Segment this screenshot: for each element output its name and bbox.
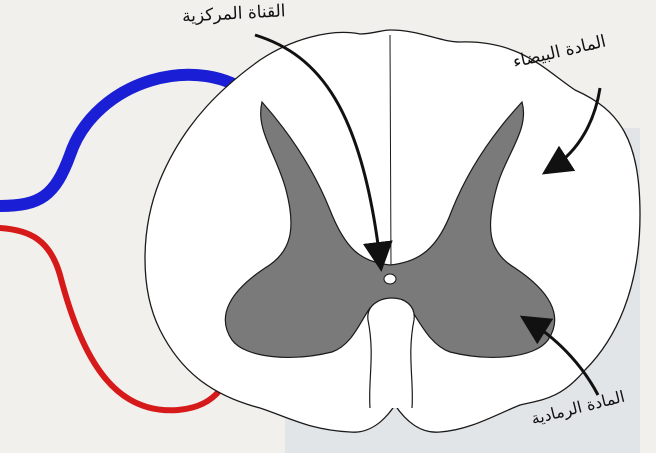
central-canal-arrow <box>254 33 393 272</box>
dorsal-root-blue <box>0 68 261 212</box>
dorsal-median-septum <box>389 34 392 269</box>
white-matter-arrow <box>541 87 602 175</box>
gray-matter-arrow <box>519 315 600 396</box>
central-canal <box>383 273 397 285</box>
ventral-root-red <box>0 225 223 414</box>
ventral-median-fissure <box>367 297 415 409</box>
